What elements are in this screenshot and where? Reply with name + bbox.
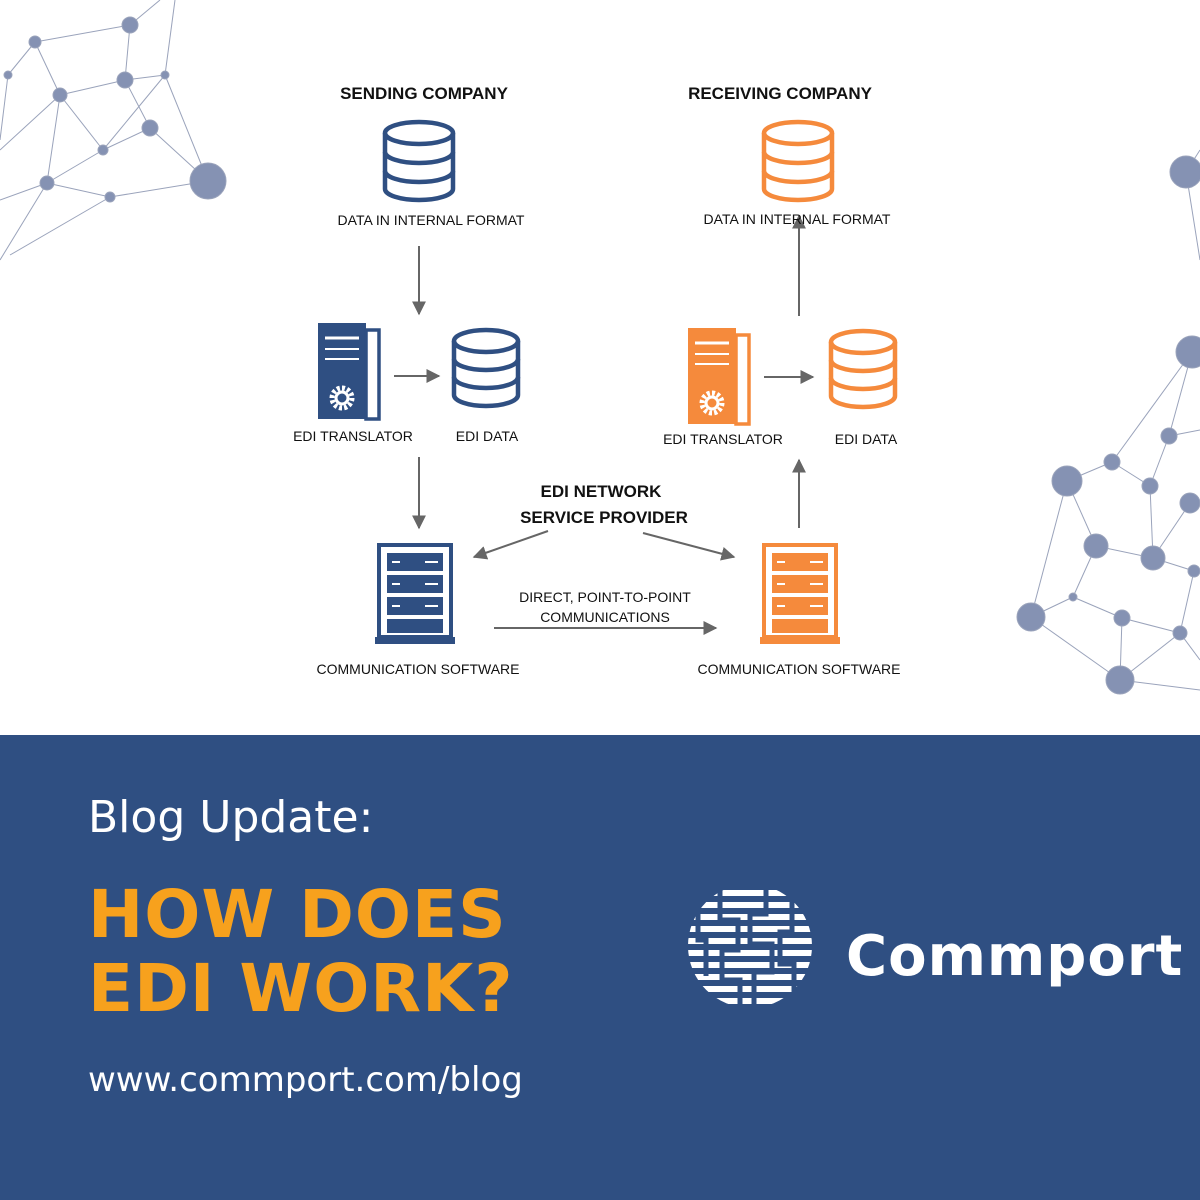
receiving-translator-icon <box>688 328 751 426</box>
sending-data-label: DATA IN INTERNAL FORMAT <box>338 212 525 228</box>
network-graph-right <box>1016 149 1200 695</box>
arrow-network-to-receiving <box>642 532 736 561</box>
blog-banner <box>0 735 1200 1200</box>
direct-comm-line2: COMMUNICATIONS <box>540 609 670 625</box>
network-provider-line2: SERVICE PROVIDER <box>520 508 688 527</box>
receiving-translator-label: EDI TRANSLATOR <box>663 431 783 447</box>
blog-update-label: Blog Update: <box>88 792 374 843</box>
headline-line-1: HOW DOES <box>88 876 507 953</box>
receiving-edi-data-icon <box>828 328 898 410</box>
receiving-comm-label: COMMUNICATION SOFTWARE <box>698 661 901 677</box>
receiving-data-label: DATA IN INTERNAL FORMAT <box>704 211 891 227</box>
headline: HOW DOES EDI WORK? <box>88 878 514 1026</box>
brand-name: Commport <box>846 924 1184 989</box>
headline-line-2: EDI WORK? <box>88 950 514 1027</box>
direct-comm-line1: DIRECT, POINT-TO-POINT <box>519 589 691 605</box>
sending-comm-server-icon <box>375 543 455 644</box>
commport-globe-logo <box>688 888 812 1008</box>
receiving-comm-server-icon <box>760 543 840 644</box>
sending-comm-label: COMMUNICATION SOFTWARE <box>317 661 520 677</box>
sending-translator-icon <box>318 323 381 421</box>
sending-database-icon <box>382 119 456 203</box>
receiving-company-title: RECEIVING COMPANY <box>688 84 873 103</box>
sending-edi-data-icon <box>451 327 521 409</box>
network-provider-line1: EDI NETWORK <box>541 482 663 501</box>
diagram-area: SENDING COMPANY RECEIVING COMPANY DATA I… <box>0 0 1200 695</box>
arrow-network-to-sending <box>472 530 549 560</box>
sending-company-title: SENDING COMPANY <box>340 84 508 103</box>
receiving-edi-data-label: EDI DATA <box>835 431 898 447</box>
sending-translator-label: EDI TRANSLATOR <box>293 428 413 444</box>
receiving-database-icon <box>761 119 835 203</box>
sending-edi-data-label: EDI DATA <box>456 428 519 444</box>
blog-url: www.commport.com/blog <box>88 1060 523 1100</box>
network-graph-top-left <box>0 0 227 261</box>
